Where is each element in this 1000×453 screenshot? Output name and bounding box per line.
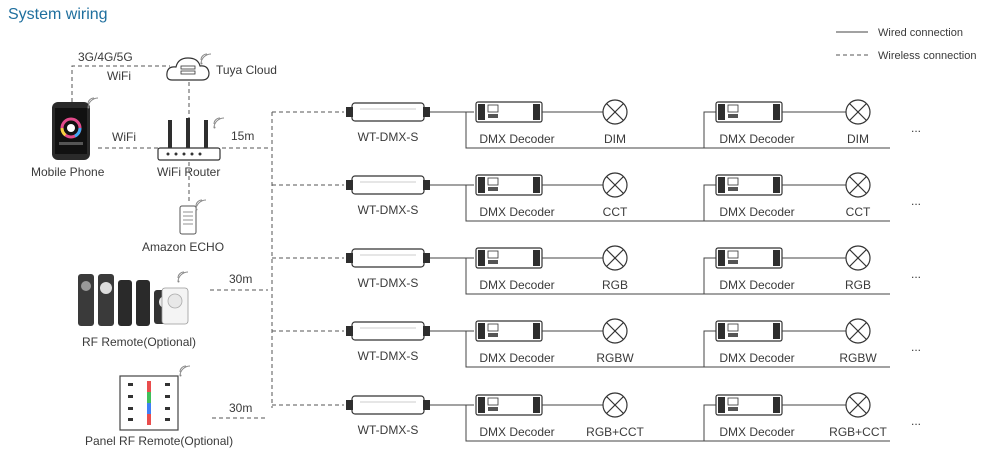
lamp-label: RGB [845,278,871,292]
lamp-label: CCT [846,205,871,219]
controller-row: WT-DMX-S DMX Decoder RGB+CCT DMX Decoder RGB… [272,392,921,442]
controller-row: WT-DMX-S DMX Decoder RGB DMX Decoder RGB... [272,245,921,295]
dmx-decoder-icon [475,247,543,269]
continuation-label: ... [911,194,921,208]
decoder-label: DMX Decoder [719,425,794,439]
wt-dmx-s-controller-icon [346,175,430,195]
continuation-label: ... [911,414,921,428]
echo-label: Amazon ECHO [142,240,224,254]
controller-label: WT-DMX-S [358,276,419,290]
wifi-mid-label: WiFi [112,130,136,144]
controller-row: WT-DMX-S DMX Decoder DIM DMX Decoder DIM... [272,99,921,149]
legend: Wired connection Wireless connection [836,27,976,62]
lamp-icon [845,318,871,344]
dmx-decoder-icon [715,174,783,196]
router-distance-label: 15m [231,129,254,143]
decoder-label: DMX Decoder [479,205,554,219]
controller-label: WT-DMX-S [358,130,419,144]
rf-remote-icon [78,271,189,326]
lamp-label: RGBW [839,351,877,365]
dmx-decoder-icon [475,174,543,196]
mobile-phone-icon [52,97,99,160]
lamp-label: DIM [847,132,869,146]
panel-remote-icon [119,365,191,431]
legend-wireless-label: Wireless connection [878,50,976,62]
dmx-decoder-icon [715,320,783,342]
lamp-label: RGB+CCT [829,425,887,439]
decoder-label: DMX Decoder [719,351,794,365]
lamp-icon [845,392,871,418]
controller-label: WT-DMX-S [358,349,419,363]
dmx-decoder-icon [715,247,783,269]
rf-remote-distance-label: 30m [229,272,252,286]
dmx-decoder-icon [715,394,783,416]
lamp-label: RGBW [596,351,634,365]
lamp-icon [602,172,628,198]
panel-remote-label: Panel RF Remote(Optional) [85,434,233,448]
lamp-label: RGB [602,278,628,292]
controller-row: WT-DMX-S DMX Decoder RGBW DMX Decoder RGBW..… [272,318,921,368]
lamp-icon [602,99,628,125]
lamp-icon [602,245,628,271]
dmx-decoder-icon [475,101,543,123]
lamp-icon [845,99,871,125]
rf-remote-label: RF Remote(Optional) [82,335,196,349]
decoder-label: DMX Decoder [479,351,554,365]
controller-row: WT-DMX-S DMX Decoder CCT DMX Decoder CCT... [272,172,921,222]
dmx-decoder-icon [475,320,543,342]
decoder-label: DMX Decoder [719,205,794,219]
cloud-label: Tuya Cloud [216,63,277,77]
lamp-label: DIM [604,132,626,146]
continuation-label: ... [911,121,921,135]
phone-label: Mobile Phone [31,165,105,179]
decoder-label: DMX Decoder [719,132,794,146]
dmx-decoder-icon [715,101,783,123]
network-link [71,65,170,102]
decoder-label: DMX Decoder [479,132,554,146]
decoder-label: DMX Decoder [719,278,794,292]
lamp-label: RGB+CCT [586,425,644,439]
wifi-router-icon [157,117,225,161]
tuya-cloud-icon [166,53,212,81]
continuation-label: ... [911,267,921,281]
controller-label: WT-DMX-S [358,423,419,437]
wt-dmx-s-controller-icon [346,321,430,341]
lamp-icon [602,318,628,344]
wt-dmx-s-controller-icon [346,248,430,268]
decoder-label: DMX Decoder [479,278,554,292]
page-title: System wiring [8,6,108,23]
lamp-icon [602,392,628,418]
lamp-icon [845,245,871,271]
legend-wired-label: Wired connection [878,27,963,39]
decoder-label: DMX Decoder [479,425,554,439]
wt-dmx-s-controller-icon [346,102,430,122]
lamp-label: CCT [603,205,628,219]
network-label: 3G/4G/5G [78,50,133,64]
controller-label: WT-DMX-S [358,203,419,217]
amazon-echo-icon [179,199,207,235]
panel-remote-distance-label: 30m [229,401,252,415]
dmx-decoder-icon [475,394,543,416]
wt-dmx-s-controller-icon [346,395,430,415]
wifi-top-label: WiFi [107,69,131,83]
continuation-label: ... [911,340,921,354]
lamp-icon [845,172,871,198]
